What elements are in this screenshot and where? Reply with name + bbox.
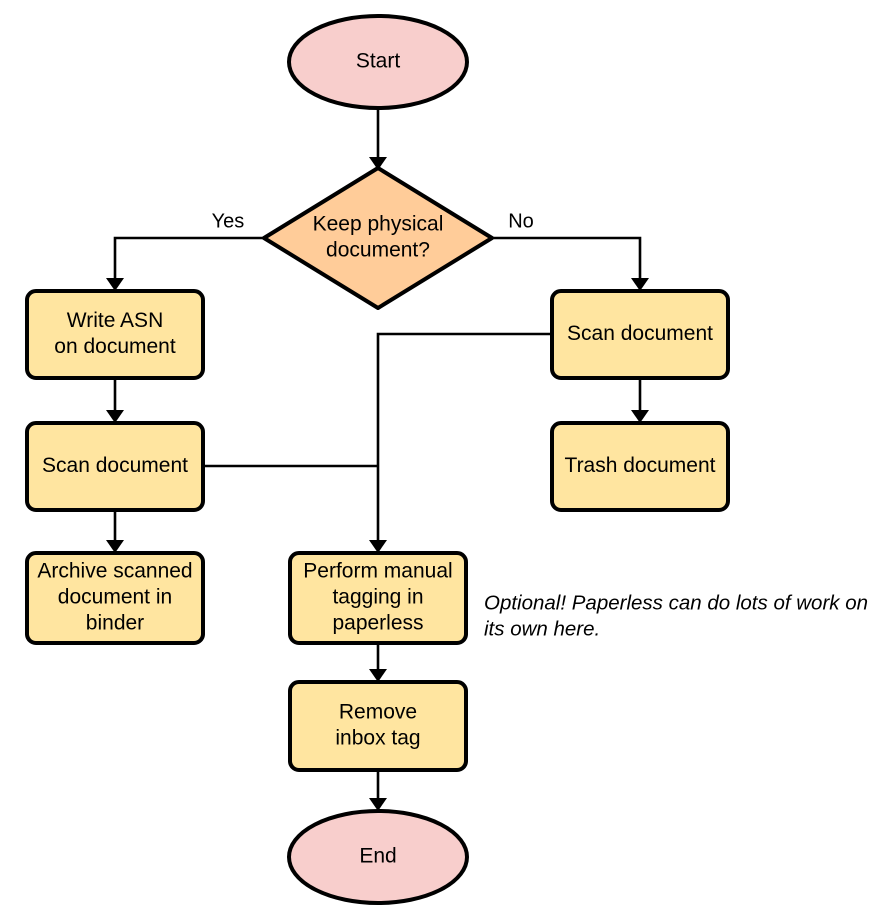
node-label: Remove: [339, 701, 417, 724]
node-label: on document: [54, 335, 176, 358]
annotation-layer: Optional! Paperless can do lots of work …: [484, 591, 868, 640]
node-label: paperless: [332, 612, 423, 635]
edge-scan-right-to-manual-tagging: [369, 332, 552, 553]
node-keep-physical-document[interactable]: Keep physical document?: [262, 166, 494, 310]
annotation-optional-note: Optional! Paperless can do lots of work …: [484, 591, 868, 640]
node-label: document in: [58, 586, 172, 609]
edge-remove-inbox-tag-to-end: [369, 770, 387, 811]
edge-scan-right-to-trash: [631, 378, 649, 423]
node-label: Keep physical: [313, 213, 444, 236]
node-label: Start: [356, 50, 401, 73]
node-label: Scan document: [567, 322, 713, 345]
process-shape: [550, 421, 730, 512]
edge-manual-tagging-to-remove-inbox-tag: [369, 643, 387, 682]
node-label: Archive scanned: [37, 560, 192, 583]
arrowhead-icon: [631, 278, 649, 291]
node-label: binder: [86, 612, 144, 635]
node-scan-document-left[interactable]: Scan document: [25, 421, 205, 512]
process-shape: [25, 551, 205, 645]
node-archive-scanned-document-in-binder[interactable]: Archive scanned document in binder: [25, 551, 205, 645]
arrowhead-icon: [106, 278, 124, 291]
process-shape: [25, 289, 205, 380]
edge-layer: Yes No: [106, 108, 649, 811]
node-label: Trash document: [565, 454, 716, 477]
annotation-line: its own here.: [484, 617, 600, 640]
node-label: Perform manual: [303, 560, 452, 583]
node-label: tagging in: [332, 586, 423, 609]
node-label: document?: [326, 239, 430, 262]
arrowhead-icon: [369, 540, 387, 553]
node-trash-document[interactable]: Trash document: [550, 421, 730, 512]
edge-decision-no-to-scan-right: No: [492, 210, 649, 291]
edge-decision-yes-to-write-asn: Yes: [106, 210, 264, 291]
edge-path: [492, 236, 642, 283]
edge-start-to-decision: [369, 108, 387, 170]
edge-label-no: No: [508, 210, 534, 232]
annotation-line: Optional! Paperless can do lots of work …: [484, 591, 868, 614]
terminator-shape: [287, 14, 469, 110]
process-shape: [25, 421, 205, 512]
node-write-asn-on-document[interactable]: Write ASN on document: [25, 289, 205, 380]
decision-shape: [262, 166, 494, 310]
arrowhead-icon: [369, 669, 387, 682]
node-start[interactable]: Start: [287, 14, 469, 110]
process-shape: [288, 551, 468, 645]
node-label: inbox tag: [335, 727, 420, 750]
edge-scan-left-to-archive: [106, 510, 124, 553]
node-perform-manual-tagging-in-paperless[interactable]: Perform manual tagging in paperless: [288, 551, 468, 645]
terminator-shape: [287, 809, 469, 905]
process-shape: [550, 289, 730, 380]
arrowhead-icon: [106, 540, 124, 553]
process-shape: [288, 680, 468, 772]
edge-label-yes: Yes: [212, 210, 245, 232]
arrowhead-icon: [369, 157, 387, 170]
node-label: Write ASN: [67, 309, 163, 332]
node-label: End: [359, 845, 396, 868]
node-remove-inbox-tag[interactable]: Remove inbox tag: [288, 680, 468, 772]
edge-path: [113, 236, 264, 283]
arrowhead-icon: [106, 410, 124, 423]
edge-path: [376, 332, 552, 545]
arrowhead-icon: [631, 410, 649, 423]
node-end[interactable]: End: [287, 809, 469, 905]
node-scan-document-right[interactable]: Scan document: [550, 289, 730, 380]
arrowhead-icon: [369, 798, 387, 811]
node-label: Scan document: [42, 454, 188, 477]
edge-write-asn-to-scan-left: [106, 378, 124, 423]
